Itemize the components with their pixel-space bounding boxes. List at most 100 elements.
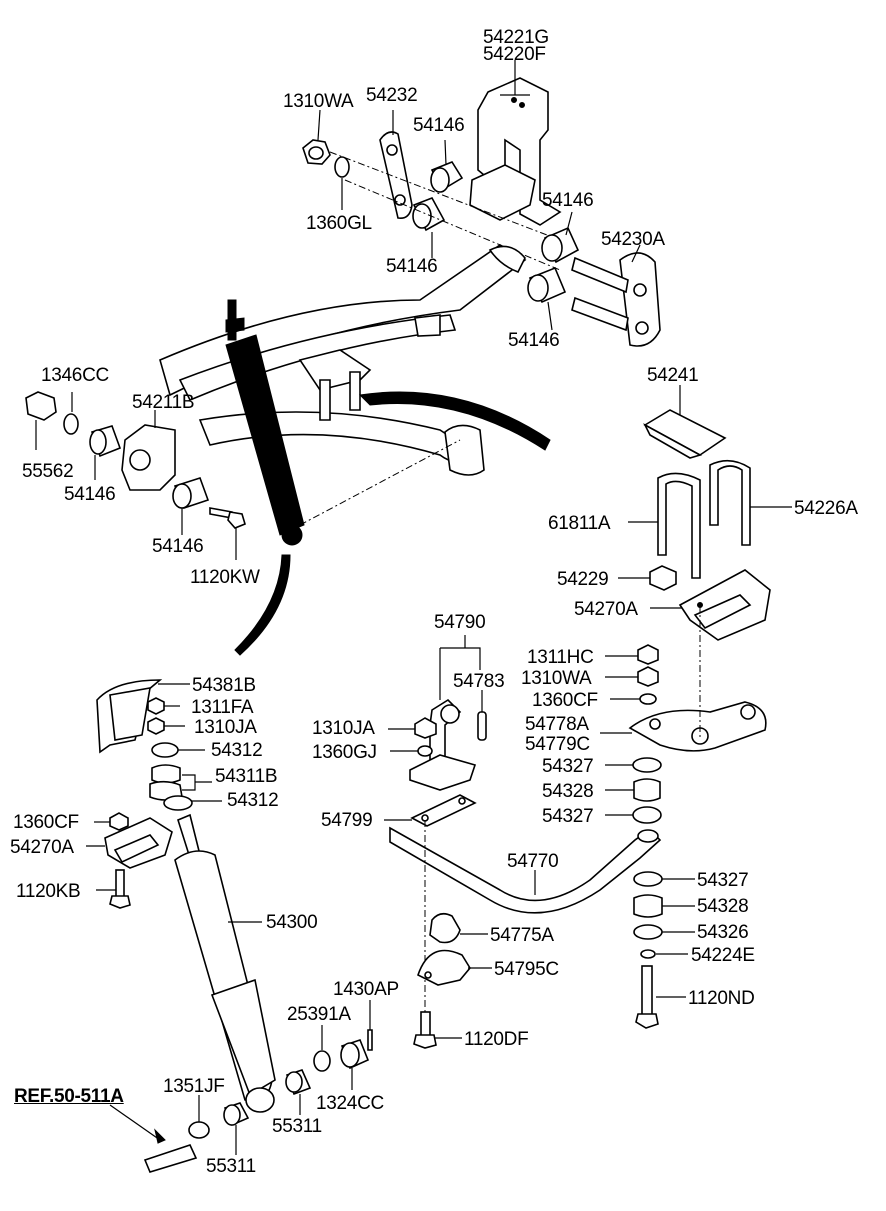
label-54783: 54783: [453, 671, 505, 692]
label-1310wa-right: 1310WA: [521, 668, 592, 689]
bushing-54146-b: [412, 196, 446, 232]
spring-pad-54270a-left: [104, 817, 173, 869]
label-54224e: 54224E: [691, 945, 755, 966]
upper-shock: [225, 299, 305, 546]
label-1430ap: 1430AP: [333, 979, 399, 1000]
nut-1310ja-left: [147, 717, 165, 735]
nut-1310wa-top: [302, 139, 331, 165]
nut-1311hc: [637, 644, 659, 665]
washer-1360cf-right: [639, 693, 657, 705]
bolt-1120kw: [209, 507, 246, 529]
bolt-1120kb: [109, 869, 131, 909]
bushing-1324cc: [340, 1039, 370, 1070]
frame-cutaway-lower: [234, 554, 291, 656]
label-1360gl: 1360GL: [306, 213, 372, 234]
u-bolt-61811a: [657, 472, 701, 579]
u-bolt-54226a: [709, 459, 751, 546]
label-1310ja-mid: 1310JA: [312, 718, 375, 739]
cover-54381b: [96, 679, 163, 754]
washer-1351jf: [188, 1121, 210, 1139]
washer-1346cc: [63, 413, 79, 435]
spring-bracket-54211b: [121, 424, 176, 491]
label-54229: 54229: [557, 569, 609, 590]
cotter-pin-1430ap: [367, 1029, 373, 1051]
label-54790: 54790: [434, 612, 486, 633]
shackle-54230a: [571, 252, 661, 347]
label-54778a: 54778A: [525, 714, 589, 735]
shock-absorber-54300: [174, 813, 276, 1113]
washer-54312-b: [163, 795, 193, 811]
label-54779c: 54779C: [525, 734, 590, 755]
nut-1311fa: [147, 697, 165, 715]
label-54770: 54770: [507, 851, 559, 872]
label-1360gj: 1360GJ: [312, 742, 377, 763]
washer-54312-a: [151, 742, 179, 758]
label-1324cc: 1324CC: [316, 1093, 384, 1114]
label-54211b: 54211B: [132, 392, 195, 413]
nut-1310wa-right: [637, 666, 659, 687]
label-1360cf-right: 1360CF: [532, 690, 598, 711]
label-1120df: 1120DF: [464, 1029, 529, 1050]
label-1120kb: 1120KB: [16, 881, 81, 902]
bushing-55311-b: [285, 1069, 312, 1096]
bolt-1120nd: [635, 965, 659, 1029]
link-54790: [409, 698, 477, 791]
bushing-54146-c: [541, 226, 580, 264]
label-54311b: 54311B: [215, 766, 278, 787]
bushing-55311-a: [223, 1102, 250, 1127]
clamp-54795c: [417, 949, 471, 986]
label-1310wa-top: 1310WA: [283, 91, 354, 112]
label-55311-b: 55311: [272, 1116, 322, 1137]
label-1351jf: 1351JF: [163, 1076, 225, 1097]
washer-54327-c: [633, 871, 663, 887]
label-54146-d: 54146: [508, 330, 560, 351]
nut-54229: [649, 565, 677, 591]
pin-54783: [477, 711, 487, 741]
label-54270a-left: 54270A: [10, 837, 74, 858]
frame-cutaway: [358, 391, 551, 451]
bushing-54775a: [429, 912, 461, 944]
plate-54799: [410, 794, 477, 827]
washer-1360gj: [417, 745, 433, 757]
label-1120nd: 1120ND: [688, 988, 755, 1009]
washer-1360gl: [334, 156, 350, 178]
label-54328-a: 54328: [542, 781, 594, 802]
link-bracket-54778a: [628, 701, 767, 752]
label-54775a: 54775A: [490, 925, 554, 946]
bushing-54146-e: [89, 425, 122, 458]
label-54327-a: 54327: [542, 756, 594, 777]
label-54795c: 54795C: [494, 959, 559, 980]
label-54312-a: 54312: [211, 740, 263, 761]
label-55562: 55562: [22, 461, 74, 482]
label-1311hc: 1311HC: [527, 647, 594, 668]
label-54241: 54241: [647, 365, 699, 386]
label-1360cf-left: 1360CF: [13, 812, 79, 833]
reference-link[interactable]: REF.50-511A: [14, 1086, 124, 1107]
bushing-54328-b: [633, 894, 663, 918]
nut-1360cf-left: [109, 812, 129, 831]
label-54230a: 54230A: [601, 229, 665, 250]
bushing-54311b: [149, 764, 183, 801]
label-55311-a: 55311: [206, 1156, 256, 1177]
label-61811a: 61811A: [548, 513, 611, 534]
label-54220f: 54220F: [483, 44, 546, 65]
washer-54224e: [640, 949, 656, 959]
label-54327-c: 54327: [697, 870, 749, 891]
label-54232: 54232: [366, 85, 418, 106]
label-54226a: 54226A: [794, 498, 858, 519]
washer-54327-a: [632, 757, 662, 773]
label-54326: 54326: [697, 922, 749, 943]
nut-55562: [25, 391, 57, 421]
label-54312-b: 54312: [227, 790, 279, 811]
spring-clamp: [298, 349, 372, 421]
label-54300: 54300: [266, 912, 318, 933]
bushing-54328-a: [633, 778, 661, 802]
label-54146-b: 54146: [542, 190, 594, 211]
label-54146-e: 54146: [64, 484, 116, 505]
label-54270a-right: 54270A: [574, 599, 638, 620]
label-25391a: 25391A: [287, 1004, 351, 1025]
shackle-plate-54232: [379, 131, 413, 220]
washer-54326: [633, 924, 663, 940]
label-54146-a: 54146: [413, 115, 465, 136]
